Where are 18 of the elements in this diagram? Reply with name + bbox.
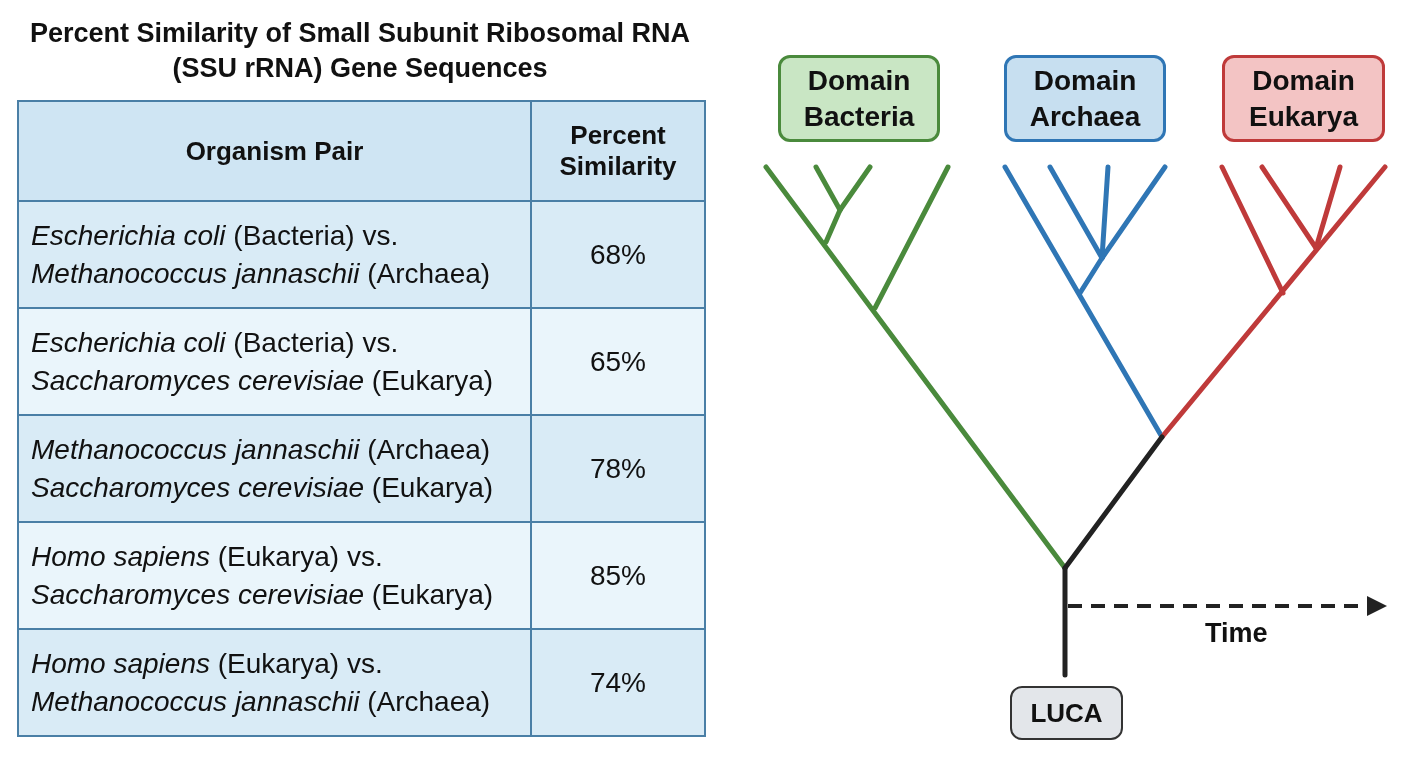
header-cell: Organism Pair [18, 101, 531, 201]
organism-pair-cell: Homo sapiens (Eukarya) vs. Methanococcus jannaschii (Archaea) [18, 629, 531, 736]
percent-cell: 74% [531, 629, 705, 736]
domain-box: Domain Bacteria [778, 55, 940, 142]
percent-cell: 85% [531, 522, 705, 629]
ancestor-box: LUCA [1010, 686, 1123, 740]
percent-cell: 65% [531, 308, 705, 415]
organism-pair-cell: Homo sapiens (Eukarya) vs. Saccharomyces cerevisiae (Eukarya) [18, 522, 531, 629]
table-title: Percent Similarity of Small Subunit Ribosomal RNA (SSU rRNA) Gene Sequences [28, 17, 692, 85]
domain-box: Domain Eukarya [1222, 55, 1385, 142]
axis-label: Time [1205, 618, 1268, 649]
header-cell: Percent Similarity [531, 101, 705, 201]
percent-cell: 78% [531, 415, 705, 522]
organism-pair-cell: Escherichia coli (Bacteria) vs. Saccharomyces cerevisiae (Eukarya) [18, 308, 531, 415]
organism-pair-cell: Methanococcus jannaschii (Archaea) Saccharomyces cerevisiae (Eukarya) [18, 415, 531, 522]
organism-pair-cell: Escherichia coli (Bacteria) vs. Methanococcus jannaschii (Archaea) [18, 201, 531, 308]
domain-box: Domain Archaea [1004, 55, 1166, 142]
percent-cell: 68% [531, 201, 705, 308]
